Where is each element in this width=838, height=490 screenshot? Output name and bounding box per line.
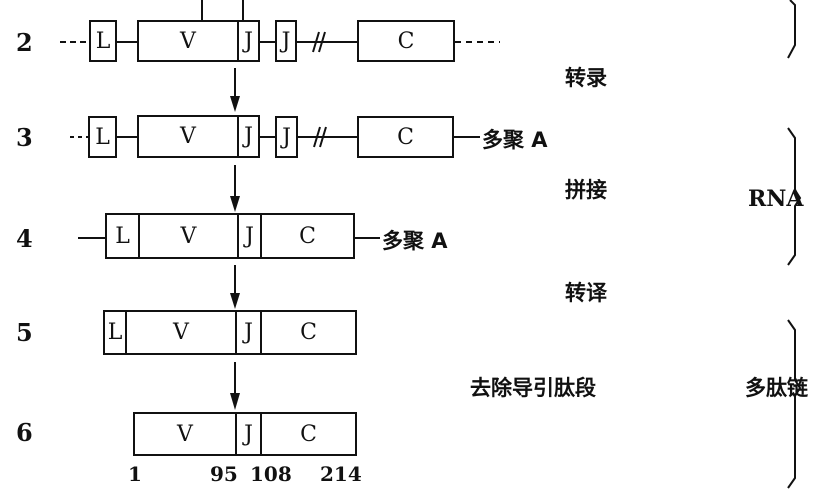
step-splicing: 拼接 [565,178,607,202]
step-transcription: 转录 [565,66,607,90]
segment-C: C [357,116,454,158]
segment-J: J [235,310,262,355]
segment-C: C [357,20,455,62]
segment-J: J [235,412,262,456]
step-translation: 转译 [565,281,607,305]
segment-V: V [138,213,239,259]
segment-L: L [89,20,117,62]
segment-L: L [88,116,117,158]
group-rna: RNA [748,186,804,212]
segment-L: L [105,213,140,259]
segment-V: V [137,20,239,62]
segment-V: V [133,412,237,456]
position-label: 95 [210,462,238,486]
row-label: 6 [16,418,33,447]
group-polypeptide: 多肽链 [745,376,808,400]
segment-J: J [237,213,262,259]
step-remove-leader: 去除导引肽段 [470,376,596,400]
segment-V: V [137,115,239,158]
row-label: 3 [16,123,33,152]
segment-C: C [260,213,355,259]
position-label: 214 [320,462,362,486]
row-label: 2 [16,28,33,57]
segment-J: J [237,20,260,62]
row-label: 4 [16,224,33,253]
segment-J: J [275,116,298,158]
segment-J: J [237,115,260,158]
segment-C: C [260,310,357,355]
segment-J: J [275,20,297,62]
poly-a-tail: 多聚 A [382,229,448,253]
segment-L: L [103,310,127,355]
segment-C: C [260,412,357,456]
position-label: 1 [128,462,142,486]
row-label: 5 [16,318,33,347]
segment-V: V [125,310,237,355]
poly-a-tail: 多聚 A [482,128,548,152]
position-label: 108 [250,462,292,486]
